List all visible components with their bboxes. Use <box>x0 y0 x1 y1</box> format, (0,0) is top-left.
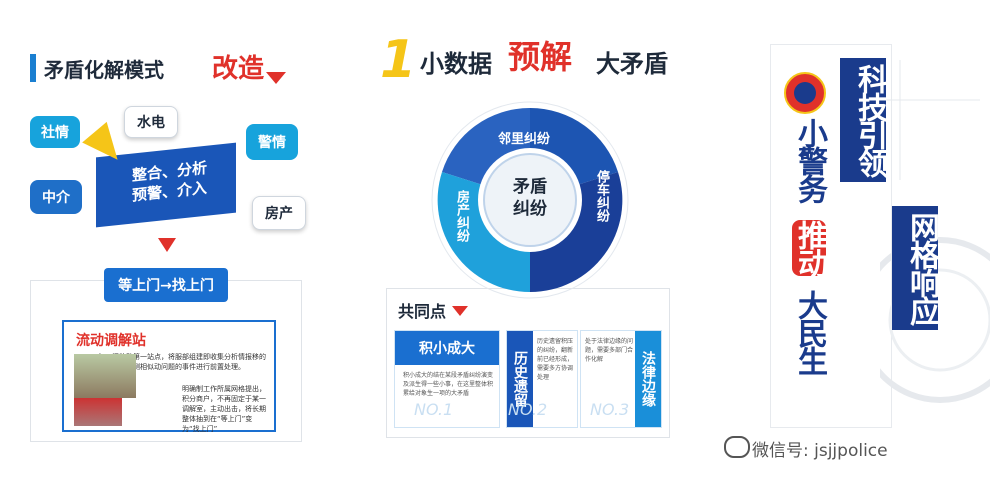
slogan-police: 小警务 <box>792 118 827 202</box>
left-heading-text: 矛盾化解模式 <box>44 58 164 82</box>
middle-heading: 1 小数据 预解 大矛盾 <box>376 30 706 90</box>
heading-number: 1 <box>380 30 417 90</box>
wechat-id: 微信号: jsjjpolice <box>752 441 888 461</box>
segment-label-neighbor: 邻里纠纷 <box>498 132 551 147</box>
slogan-tech: 科技引领 <box>840 58 887 182</box>
integration-text: 整合、分析 预警、介入 <box>132 158 208 205</box>
heading-part-c: 大矛盾 <box>596 50 668 78</box>
wechat-icon <box>724 436 750 458</box>
donut-center-label: 矛盾 纠纷 <box>513 177 547 219</box>
source-bubble-social: 社情 <box>30 116 80 148</box>
down-arrow-icon <box>158 238 176 252</box>
circuit-decoration <box>880 60 990 403</box>
source-bubble-property: 房产 <box>252 196 306 230</box>
segment-label-property: 房产纠纷 <box>454 190 469 242</box>
left-heading: 矛盾化解模式 改造 <box>30 48 286 94</box>
left-heading-highlight: 改造 <box>212 54 265 84</box>
card-2-number: NO.2 <box>508 400 548 419</box>
card-3-text: 处于法律边缘的问题，需要多部门合作化解 <box>585 338 634 363</box>
common-triangle-icon <box>452 306 468 316</box>
card-2-text: 历史遗留积压的纠纷，翻新前已经形成，需要多方协调处理 <box>537 338 574 381</box>
station-title: 流动调解站 <box>76 333 146 349</box>
card-1-head: 积小成大 <box>395 331 499 365</box>
station-text-1: 每一间移动第一站点，将服部组建即收集分析情报移的部，提前预测相似动问题的事件进行… <box>98 353 266 371</box>
card-legacy: 历史遗留 历史遗留积压的纠纷，翻新前已经形成，需要多方协调处理 <box>506 330 578 428</box>
card-1-text: 积小成大的结在某段矛盾纠纷演变及派生得一些小事，在这里整体积累给对象生一项的大矛… <box>403 372 494 397</box>
heading-accent-bar <box>30 54 36 82</box>
flow-label: 等上门→找上门 <box>104 268 228 302</box>
station-photo-2 <box>74 398 122 426</box>
slogan-push: 推动 <box>792 220 827 276</box>
segment-label-parking: 停车纠纷 <box>594 170 609 222</box>
station-photo <box>74 354 136 398</box>
card-accumulation: 积小成大 积小成大的结在某段矛盾纠纷演变及派生得一些小事，在这里整体积累给对象生… <box>394 330 500 428</box>
common-heading: 共同点 <box>398 302 447 321</box>
slogan-grid: 网格响应 <box>892 206 939 330</box>
dispute-donut <box>431 101 629 299</box>
source-bubble-agency: 中介 <box>30 180 82 214</box>
right-frame <box>770 44 892 428</box>
card-3-number: NO.3 <box>590 400 630 419</box>
heading-part-b: 预解 <box>508 38 573 76</box>
slogan-livelihood: 大民生 <box>792 290 827 374</box>
card-1-number: NO.1 <box>414 400 454 419</box>
heading-part-a: 小数据 <box>420 50 492 78</box>
station-text-2: 明确制工作所属网格提出，积分商户，不再固定于某一调解室，主动出击，将长期整体抽到… <box>182 385 266 433</box>
source-bubble-police: 警情 <box>246 124 298 160</box>
card-legal-edge: 处于法律边缘的问题，需要多部门合作化解 法律边缘 <box>580 330 662 428</box>
card-2-head: 历史遗留 <box>507 331 533 427</box>
police-badge-icon <box>784 72 826 114</box>
card-3-head: 法律边缘 <box>635 331 661 427</box>
source-bubble-utilities: 水电 <box>124 106 178 138</box>
heading-triangle-icon <box>266 72 286 84</box>
